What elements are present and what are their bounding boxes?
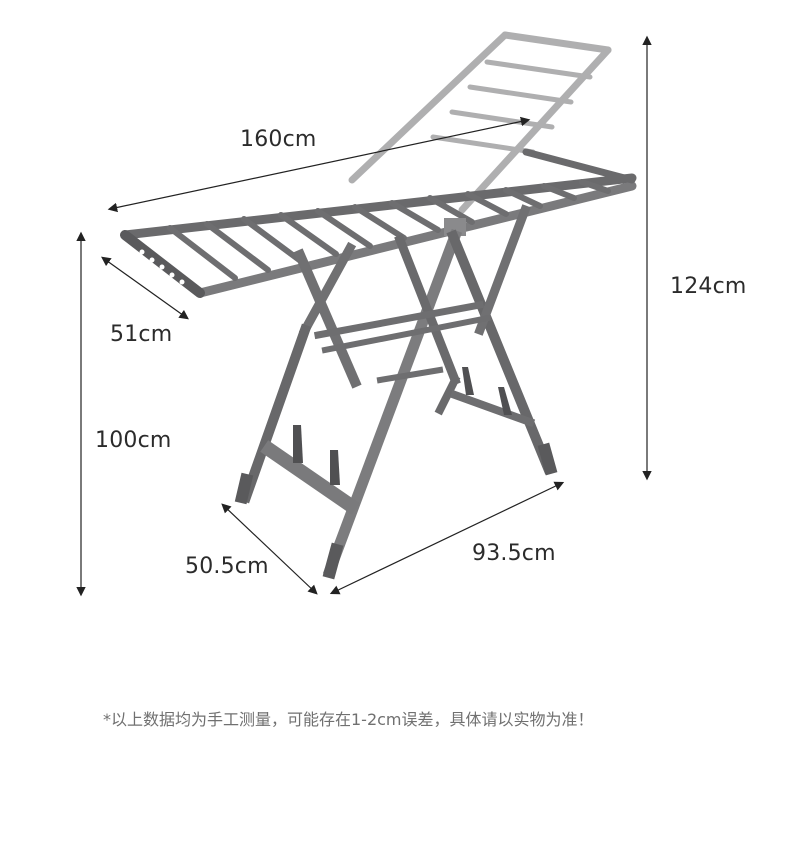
hinge-plate — [444, 218, 466, 236]
dimension-label-length: 160cm — [240, 127, 317, 152]
dim-line-160 — [107, 116, 531, 213]
top-frame — [120, 148, 637, 298]
dim-line-93-5 — [329, 481, 565, 595]
dim-line-50-5 — [221, 503, 318, 595]
dimension-label-top-depth: 51cm — [110, 322, 173, 347]
dimension-lines — [76, 35, 652, 597]
dimension-label-wing-height: 100cm — [95, 428, 172, 453]
dimension-label-base-depth: 50.5cm — [185, 554, 269, 579]
dimension-label-base-length: 93.5cm — [472, 541, 556, 566]
measurement-disclaimer: *以上数据均为手工测量，可能存在1-2cm误差，具体请以实物为准！ — [103, 710, 594, 729]
legs — [234, 204, 558, 580]
dimension-label-total-height: 124cm — [670, 274, 747, 299]
dim-line-51 — [101, 256, 189, 320]
